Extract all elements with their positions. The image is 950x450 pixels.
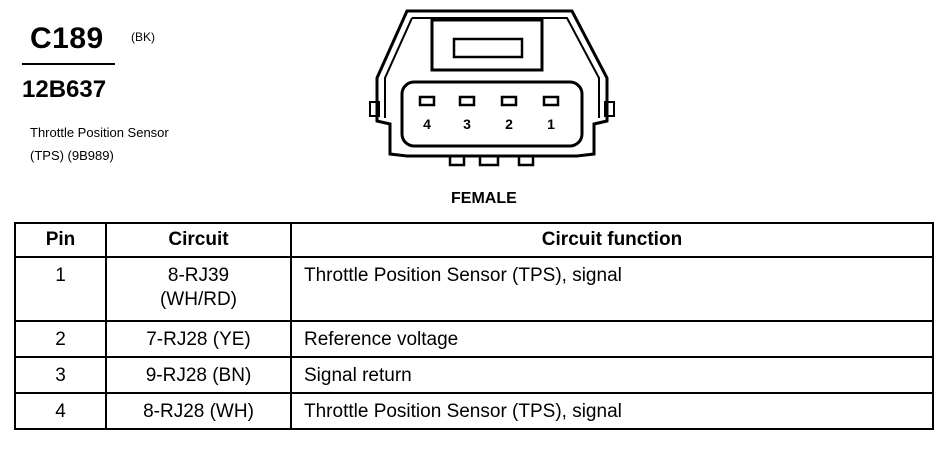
pin-number-3: 3 — [463, 116, 471, 132]
side-notch-left — [369, 101, 380, 117]
connector-housing-outline — [375, 9, 609, 158]
pin-cell: 4 — [14, 392, 107, 430]
circuit-cell: 9-RJ28 (BN) — [105, 356, 292, 394]
component-description-line2: (TPS) (9B989) — [30, 148, 114, 163]
pin-number-2: 2 — [505, 116, 513, 132]
circuit-value: 9-RJ28 (BN) — [145, 365, 252, 386]
header-circuit-function: Circuit function — [290, 222, 934, 258]
header-circuit: Circuit — [105, 222, 292, 258]
connector-housing-inner — [384, 17, 600, 118]
pin-value: 4 — [55, 401, 66, 422]
pin-value: 1 — [55, 265, 66, 286]
circuit-cell: 8-RJ28 (WH) — [105, 392, 292, 430]
pin-cell: 1 — [14, 256, 107, 322]
circuit-color-value: (WH/RD) — [159, 289, 238, 310]
pin-number-4: 4 — [423, 116, 431, 132]
locking-tab-inner — [452, 37, 524, 59]
table-header-row: Pin Circuit Circuit function — [14, 222, 934, 258]
table-row: 1 8-RJ39 (WH/RD) Throttle Position Senso… — [14, 256, 934, 322]
function-cell: Throttle Position Sensor (TPS), signal — [290, 256, 934, 322]
function-cell: Signal return — [290, 356, 934, 394]
function-value: Throttle Position Sensor (TPS), signal — [304, 401, 622, 422]
table-row: 4 8-RJ28 (WH) Throttle Position Sensor (… — [14, 392, 934, 430]
circuit-value: 8-RJ28 (WH) — [143, 401, 254, 422]
connector-face-diagram: 4 3 2 1 — [369, 9, 615, 167]
table-row: 2 7-RJ28 (YE) Reference voltage — [14, 320, 934, 358]
pin-cell: 2 — [14, 320, 107, 358]
circuit-value: 7-RJ28 (YE) — [146, 329, 251, 350]
pin-slot-1 — [542, 95, 560, 107]
connector-code: C189 — [30, 22, 104, 55]
bottom-key-right — [517, 154, 535, 167]
bottom-key-left — [448, 154, 466, 167]
pin-value: 2 — [55, 329, 66, 350]
function-cell: Reference voltage — [290, 320, 934, 358]
function-value: Throttle Position Sensor (TPS), signal — [304, 265, 622, 286]
title-underline — [22, 63, 115, 65]
table-row: 3 9-RJ28 (BN) Signal return — [14, 356, 934, 394]
pinout-table: Pin Circuit Circuit function 1 8-RJ39 (W… — [14, 222, 934, 430]
circuit-value: 8-RJ39 — [167, 265, 230, 286]
pin-cell: 3 — [14, 356, 107, 394]
pin-slot-3 — [458, 95, 476, 107]
connector-color-code: (BK) — [131, 30, 155, 44]
component-description-line1: Throttle Position Sensor — [30, 125, 169, 140]
circuit-cell: 7-RJ28 (YE) — [105, 320, 292, 358]
bottom-key-middle — [478, 154, 500, 167]
locking-tab-outer — [430, 18, 544, 72]
function-value: Reference voltage — [304, 329, 459, 350]
circuit-cell: 8-RJ39 (WH/RD) — [105, 256, 292, 322]
side-notch-right — [604, 101, 615, 117]
terminal-cavity — [400, 80, 584, 148]
header-pin: Pin — [14, 222, 107, 258]
connector-view-label: FEMALE — [451, 190, 517, 207]
pin-value: 3 — [55, 365, 66, 386]
function-cell: Throttle Position Sensor (TPS), signal — [290, 392, 934, 430]
function-value: Signal return — [304, 365, 412, 386]
pin-slot-2 — [500, 95, 518, 107]
part-number: 12B637 — [22, 76, 107, 103]
pin-number-1: 1 — [547, 116, 555, 132]
pin-slot-4 — [418, 95, 436, 107]
